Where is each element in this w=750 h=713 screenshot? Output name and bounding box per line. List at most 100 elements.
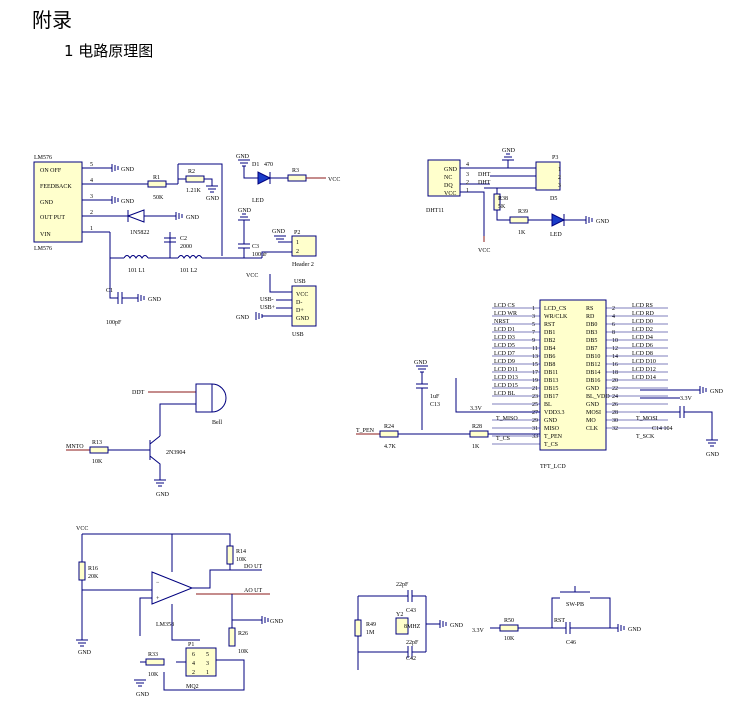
r49-label: R49 (366, 622, 376, 628)
tft-right-pin-number: 32 (612, 426, 618, 432)
gnd-label-2: GND (121, 199, 135, 205)
dht-label: DHT11 (426, 208, 444, 214)
vcc2-wire (81, 533, 231, 572)
tft-right-net-label: LCD D12 (632, 367, 656, 373)
tft-right-pin-number: 24 (612, 394, 618, 400)
mnto-label: MNTO (66, 444, 84, 450)
capacitor-c13 (416, 372, 428, 430)
vin-wire (109, 232, 124, 259)
lm576-pin-feedback: FEEDBACK (40, 184, 72, 190)
tft-left-pin-number: 15 (532, 362, 538, 368)
usb-net-dm: USB- (260, 297, 274, 303)
tft-right-pin-number: 20 (612, 378, 618, 384)
pin-num-1: 1 (90, 226, 93, 232)
led1-out (269, 172, 288, 184)
p1-wires (163, 659, 245, 691)
tft-left-pin-label: DB17 (544, 394, 558, 400)
r16-label: R16 (88, 566, 98, 572)
tft-right-net-label: LCD D0 (632, 319, 653, 325)
gnd-label-3: GND (206, 196, 220, 202)
transistor-q (108, 435, 161, 480)
lm576-chip (33, 161, 83, 243)
led2-label: LED (550, 232, 562, 238)
tft-right-pin-label: CLK (586, 426, 599, 432)
opamp-wires (139, 597, 200, 641)
gnd-label-dht: GND (502, 148, 516, 154)
tft-left-pin-number: 1 (532, 306, 535, 312)
lm576-pin-on-off: ON OFF (40, 168, 62, 174)
t-sck-label: T_SCK (636, 434, 655, 440)
c2-value: 2000 (180, 244, 192, 250)
p3-pin-1: 1 (558, 167, 561, 173)
ground-symbol (175, 212, 183, 220)
dht-pin-vcc: VCC (444, 191, 456, 197)
tft-right-net-label: LCD D10 (632, 359, 656, 365)
tft-left-pin-number: 25 (532, 402, 538, 408)
t-cs-label: T_CS (496, 436, 510, 442)
gnd-label-rst: GND (628, 627, 642, 633)
tft-right-pin-number: 14 (612, 354, 618, 360)
tft-right-pin-label: DB16 (586, 378, 600, 384)
ground-symbol (76, 639, 88, 647)
l1-label: 101 L1 (128, 268, 145, 274)
led1-label: LED (252, 198, 264, 204)
tft-right-pin-number: 18 (612, 370, 618, 376)
pin-num-2: 2 (90, 210, 93, 216)
ground-symbol (255, 312, 263, 320)
opamp-plus: + (156, 596, 160, 602)
c46-label: C46 (566, 640, 576, 646)
r38-label: R38 (498, 196, 508, 202)
dht-vcc-label: VCC (478, 248, 490, 254)
resistor-r16 (78, 561, 86, 581)
lm576-bottom-label: LM576 (34, 246, 52, 252)
tft-label: TFT_LCD (540, 464, 566, 470)
gnd-label-8: GND (272, 229, 286, 235)
ground-symbol (134, 679, 146, 687)
inductor-l1 (123, 255, 149, 259)
tft-right-pin-label: DB0 (586, 322, 597, 328)
resistor-r28 (469, 430, 489, 438)
lm576-pin-vin: VIN (40, 232, 51, 238)
r39-value: 1K (518, 230, 526, 236)
r13-label: R13 (92, 440, 102, 446)
tft-left-pin-number: 29 (532, 418, 538, 424)
resistor-r24 (379, 430, 399, 438)
dht-pin-gnd: GND (444, 167, 458, 173)
c1-value: 100pF (106, 320, 122, 326)
ground-symbol (585, 216, 593, 224)
tft-left-pin-number: 5 (532, 322, 535, 328)
tft-right-net-label: LCD RD (632, 311, 655, 317)
buzzer-block: DDT Bell MNTO R13 10K 2N3904 GND (66, 383, 227, 498)
capacitor-c43 (407, 590, 426, 602)
tft-right-net-label: LCD D2 (632, 327, 653, 333)
lm576-block: LM576 ON OFF FEEDBACK GND OUT PUT VIN LM… (33, 154, 340, 338)
p2-value: Header 2 (292, 262, 314, 268)
bell-label: Bell (212, 420, 222, 426)
gnd-label-r26: GND (270, 619, 284, 625)
resistor-r39 (509, 216, 529, 224)
r38-value: 5K (498, 204, 506, 210)
tft-left-net-label: LCD BL (494, 391, 516, 397)
p3-wires (484, 167, 536, 189)
tft-right-net-label: LCD D6 (632, 343, 653, 349)
capacitor-c1 (109, 258, 138, 304)
tft-right-pin-number: 12 (612, 346, 618, 352)
diode-label: 1N5822 (130, 230, 149, 236)
dht11-block: GND NC DQ VCC DHT11 4 3 2 1 DHT DHT GND … (426, 148, 610, 254)
diode-1n5822 (126, 209, 145, 223)
gnd-label-c14: GND (706, 452, 720, 458)
tft-left-pin-label: DB13 (544, 378, 558, 384)
tft-left-pin-label: WR/CLK (544, 314, 568, 320)
ground-symbol (502, 153, 514, 161)
pin-num-3: 3 (90, 194, 93, 200)
r2-label: R2 (188, 169, 195, 175)
tft-right-pin-label: DB5 (586, 338, 597, 344)
tft-left-pin-number: 13 (532, 354, 538, 360)
dht-net-label: DHT (478, 172, 491, 178)
tft-left-net-label: LCD D9 (494, 359, 515, 365)
led-d5 (551, 213, 566, 227)
ground-symbol (617, 624, 625, 632)
r49-value: 1M (366, 630, 375, 636)
rst-label: RST (554, 618, 565, 624)
dht-pin-dq: DQ (444, 183, 453, 189)
